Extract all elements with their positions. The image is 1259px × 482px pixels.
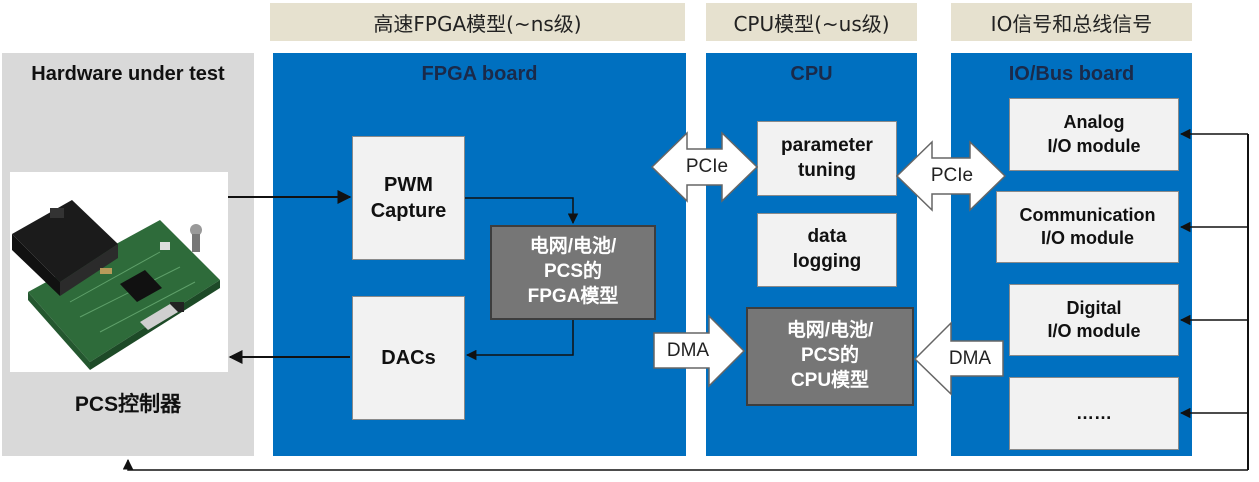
pwm-to-model-arrow (465, 197, 579, 225)
tag-io-signals: IO信号和总线信号 (951, 3, 1192, 41)
pcie-left-arrow (650, 131, 759, 203)
feedback-to-hardware-arrow (122, 458, 1248, 471)
communication-io-module-box: Communication I/O module (996, 191, 1179, 263)
cpu-model-box: 电网/电池/ PCS的 CPU模型 (746, 307, 914, 406)
pcie-right-label: PCIe (930, 165, 974, 186)
fpga-model-box: 电网/电池/ PCS的 FPGA模型 (490, 225, 656, 320)
pwm-capture-box: PWM Capture (352, 136, 465, 260)
dacs-box: DACs (352, 296, 465, 420)
more-modules-box: …… (1009, 377, 1179, 450)
pcie-right-arrow (895, 140, 1007, 212)
model-to-dacs-arrow (465, 320, 574, 361)
io-panel-title: IO/Bus board (1008, 63, 1135, 85)
pcs-controller-board-image (10, 172, 228, 372)
tag-cpu-speed: CPU模型(~us级) (706, 3, 917, 41)
fpga-panel-title: FPGA board (421, 63, 538, 85)
dma-right-arrow (913, 321, 1004, 396)
digital-io-module-box: Digital I/O module (1009, 284, 1179, 356)
pcs-controller-caption: PCS控制器 (74, 393, 182, 416)
dma-right-label: DMA (948, 348, 992, 369)
pcie-left-label: PCIe (685, 156, 729, 177)
data-logging-box: data logging (757, 213, 897, 287)
hardware-panel-title: Hardware under test (31, 63, 225, 85)
parameter-tuning-box: parameter tuning (757, 121, 897, 196)
analog-io-module-box: Analog I/O module (1009, 98, 1179, 171)
tag-fpga-speed: 高速FPGA模型(~ns级) (270, 3, 685, 41)
cpu-panel-title: CPU (790, 63, 833, 85)
dma-left-label: DMA (666, 340, 710, 361)
dma-left-arrow (653, 314, 746, 388)
